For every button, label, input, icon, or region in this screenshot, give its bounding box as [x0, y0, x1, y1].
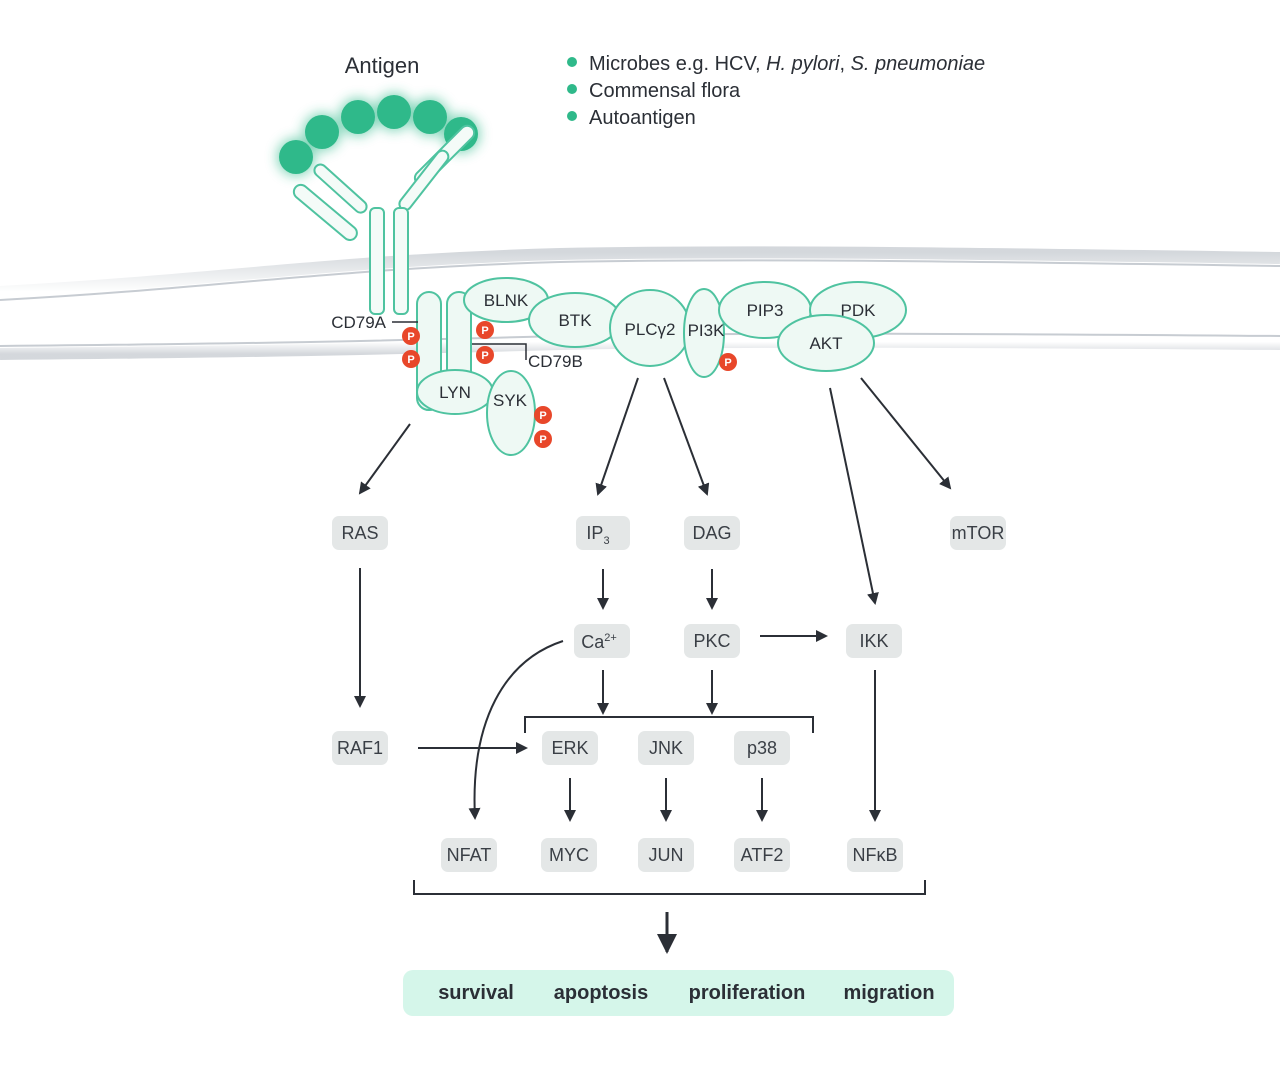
svg-text:NFκB: NFκB	[853, 845, 898, 865]
node-nfkb: NFκB	[847, 838, 903, 872]
svg-text:mTOR: mTOR	[952, 523, 1005, 543]
svg-text:IKK: IKK	[859, 631, 888, 651]
node-mtor: mTOR	[950, 516, 1006, 550]
antigen-sources-list: Microbes e.g. HCV, H. pylori, S. pneumon…	[567, 53, 985, 129]
outcome-bracket	[413, 880, 926, 895]
node-ras: RAS	[332, 516, 388, 550]
lyn-label: LYN	[439, 383, 471, 402]
plcg2-label: PLCγ2	[624, 320, 675, 339]
node-dag: DAG	[684, 516, 740, 550]
outcome-apoptosis: apoptosis	[554, 982, 648, 1004]
pdk-label: PDK	[841, 301, 877, 320]
svg-text:ATF2: ATF2	[741, 845, 784, 865]
node-ikk: IKK	[846, 624, 902, 658]
phospho-markers: P P P P P P P	[402, 321, 737, 448]
svg-text:p38: p38	[747, 738, 777, 758]
phospho-icon: P	[476, 346, 494, 364]
svg-text:DAG: DAG	[692, 523, 731, 543]
arrow-plcg2-to-dag	[663, 377, 710, 496]
blnk-label: BLNK	[484, 291, 529, 310]
btk-label: BTK	[558, 311, 592, 330]
phospho-icon: P	[719, 353, 737, 371]
node-p38: p38	[734, 731, 790, 765]
outcome-proliferation: proliferation	[689, 982, 806, 1004]
source-item-microbes: Microbes e.g. HCV, H. pylori, S. pneumon…	[589, 53, 985, 75]
phospho-icon: P	[476, 321, 494, 339]
svg-text:JNK: JNK	[649, 738, 683, 758]
akt-label: AKT	[809, 334, 842, 353]
svg-text:P: P	[539, 410, 546, 422]
svg-text:JUN: JUN	[649, 845, 684, 865]
syk-label: SYK	[493, 391, 528, 410]
svg-text:P: P	[481, 350, 488, 362]
node-myc: MYC	[541, 838, 597, 872]
svg-text:RAF1: RAF1	[337, 738, 383, 758]
bullet-icon	[567, 111, 577, 121]
arrow-akt-to-ikk	[829, 387, 879, 605]
cd79b-label: CD79B	[528, 352, 583, 371]
akt-protein	[777, 314, 875, 372]
bcr-antibody	[292, 124, 476, 315]
node-pkc: PKC	[684, 624, 740, 658]
antigen-beads-core	[279, 95, 478, 174]
svg-text:P: P	[407, 331, 414, 343]
arrow-lyn-to-ras	[358, 423, 411, 495]
mapk-bracket	[524, 716, 814, 733]
signaling-nodes: RAS IP3 DAG mTOR Ca2+ PKC IKK RAF1 ERK J…	[332, 516, 1006, 872]
arrow-akt-to-mtor	[860, 377, 952, 490]
source-item-commensal: Commensal flora	[589, 80, 741, 102]
svg-text:P: P	[481, 325, 488, 337]
phospho-icon: P	[534, 430, 552, 448]
phospho-icon: P	[402, 350, 420, 368]
svg-text:MYC: MYC	[549, 845, 589, 865]
node-erk: ERK	[542, 731, 598, 765]
cd79a-label: CD79A	[331, 313, 386, 332]
svg-text:P: P	[724, 357, 731, 369]
svg-text:IP3: IP3	[586, 523, 609, 547]
node-atf2: ATF2	[734, 838, 790, 872]
svg-text:RAS: RAS	[341, 523, 378, 543]
bullet-icon	[567, 57, 577, 67]
node-nfat: NFAT	[441, 838, 497, 872]
syk-protein	[486, 370, 536, 456]
svg-text:P: P	[539, 434, 546, 446]
node-jnk: JNK	[638, 731, 694, 765]
pi3k-label: PI3K	[688, 321, 726, 340]
node-ca: Ca2+	[574, 624, 630, 658]
pathway-arrows	[354, 377, 952, 954]
source-item-autoantigen: Autoantigen	[589, 107, 696, 129]
membrane-proteins: BLNK BTK PLCγ2 PI3K PIP3 PDK AKT LYN SYK…	[331, 277, 907, 456]
outcomes-bar: survival apoptosis proliferation migrati…	[403, 970, 954, 1016]
outcome-migration: migration	[843, 982, 934, 1004]
outcomes-background	[403, 970, 954, 1016]
arrow-ca-to-nfat	[468, 640, 564, 820]
svg-text:NFAT: NFAT	[447, 845, 492, 865]
pip3-label: PIP3	[747, 301, 784, 320]
node-raf1: RAF1	[332, 731, 388, 765]
cd79b-callout-line	[472, 343, 527, 360]
svg-text:P: P	[407, 354, 414, 366]
node-jun: JUN	[638, 838, 694, 872]
antigen-receptor: Antigen	[277, 53, 480, 315]
outcome-survival: survival	[438, 982, 514, 1004]
pi3k-protein	[683, 288, 725, 378]
phospho-icon: P	[402, 327, 420, 345]
svg-text:Ca2+: Ca2+	[581, 632, 617, 652]
svg-text:PKC: PKC	[693, 631, 730, 651]
bullet-icon	[567, 84, 577, 94]
svg-text:ERK: ERK	[551, 738, 588, 758]
antigen-label: Antigen	[345, 53, 420, 78]
phospho-icon: P	[534, 406, 552, 424]
node-ip3: IP3	[576, 516, 630, 550]
arrow-plcg2-to-ip3	[595, 377, 639, 496]
